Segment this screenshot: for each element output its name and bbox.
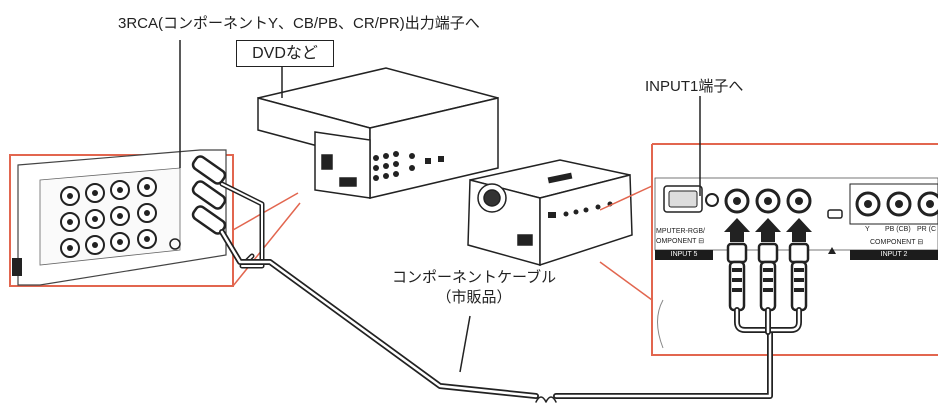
y-label: Y [865, 226, 870, 233]
input2-band: INPUT 2 [850, 250, 938, 260]
input1-caption: INPUT1端子へ [645, 78, 744, 95]
dvd-output-caption: 3RCA(コンポーネントY、CB/PB、CR/PR)出力端子へ [118, 15, 480, 32]
pointer-lines [179, 40, 701, 373]
cable-caption-note: （市販品） [436, 289, 512, 306]
component-right-label: COMPONENT ⊟ [870, 239, 924, 246]
projector [467, 159, 633, 267]
component-cable [219, 181, 802, 403]
pr-label: PR (C [917, 226, 937, 233]
projector-panel-zoom [651, 143, 938, 356]
input5-band: INPUT 5 [655, 250, 713, 260]
dvd-panel-zoom [9, 149, 234, 287]
computer-rgb-label: MPUTER-RGB/ [656, 228, 705, 235]
cable-caption: コンポーネントケーブル （市販品） [392, 268, 556, 308]
dvd-player [257, 67, 499, 199]
dvd-device-label: DVDなど [236, 40, 334, 67]
component-left-label: OMPONENT ⊟ [656, 238, 705, 245]
pb-label: PB (CB) [885, 226, 911, 233]
cable-caption-name: コンポーネントケーブル [392, 269, 557, 286]
